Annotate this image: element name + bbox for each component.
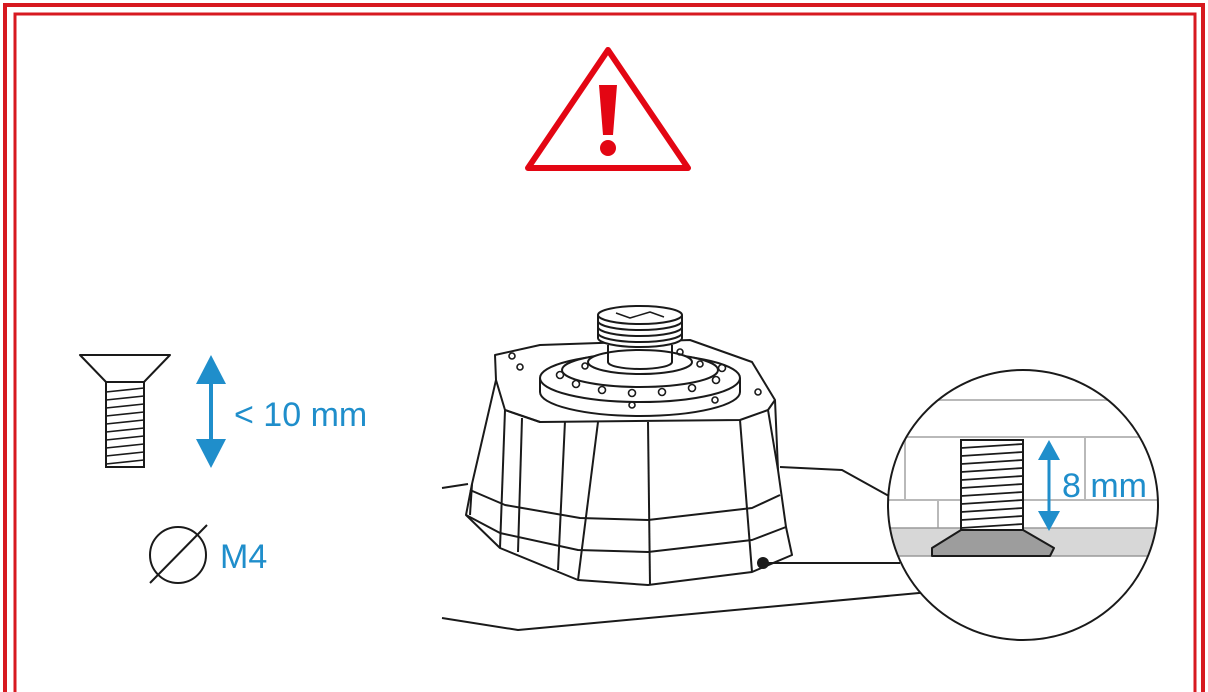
base-plate <box>441 466 931 631</box>
diameter-icon <box>149 524 208 584</box>
length-dimension-arrow <box>196 355 226 468</box>
warning-triangle-icon <box>525 47 691 171</box>
thread-depth-label: 8 mm <box>1062 467 1147 505</box>
zoom-screw-icon <box>931 439 1055 557</box>
depth-dimension-arrow <box>1038 440 1060 531</box>
zoom-detail: 8 mm <box>887 369 1159 641</box>
thread-size-label: M4 <box>220 538 267 576</box>
screw-length-label: < 10 mm <box>234 396 367 434</box>
warning-frame <box>3 3 1205 692</box>
countersunk-screw-icon <box>79 354 171 468</box>
motor-housing <box>465 305 793 586</box>
